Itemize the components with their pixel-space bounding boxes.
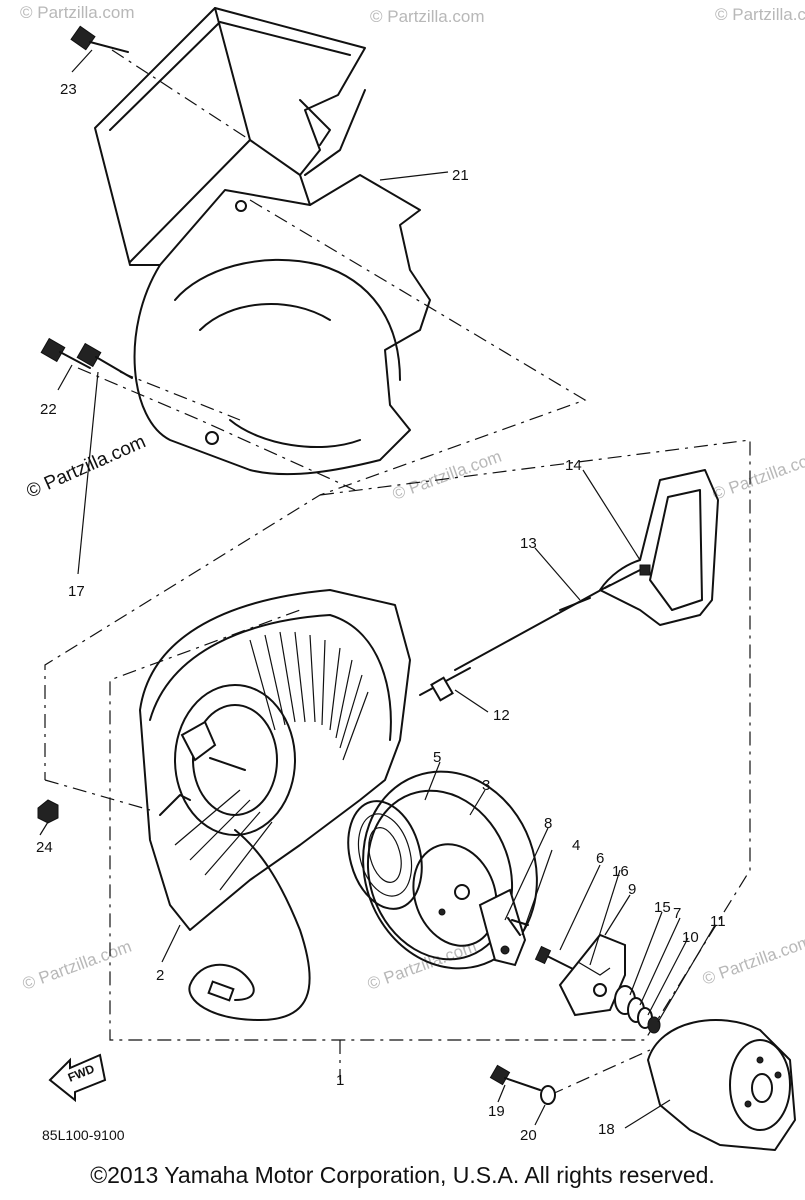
callout-13: 13 <box>520 535 537 552</box>
callout-23: 23 <box>60 81 77 98</box>
callout-8: 8 <box>544 815 552 832</box>
rope-guide-part-12 <box>419 667 471 702</box>
watermark-mid-right: © Partzilla.com <box>710 447 805 504</box>
callout-7: 7 <box>673 905 681 922</box>
spring-part-16 <box>577 961 611 976</box>
callout-18: 18 <box>598 1121 615 1138</box>
watermark-top-center: © Partzilla.com <box>370 7 485 26</box>
callout-1: 1 <box>336 1072 344 1089</box>
washer-part-20 <box>540 1085 556 1105</box>
callout-16: 16 <box>612 863 629 880</box>
callout-21: 21 <box>452 167 469 184</box>
callout-17: 17 <box>68 583 85 600</box>
nut-part-24 <box>37 799 59 824</box>
diagram-code: 85L100-9100 <box>42 1127 125 1143</box>
callout-labels: 23 21 22 17 14 13 12 24 5 3 8 4 6 16 9 1… <box>36 81 726 1144</box>
watermark-layer: © Partzilla.com © Partzilla.com © Partzi… <box>20 3 805 994</box>
callout-6: 6 <box>596 850 604 867</box>
callout-24: 24 <box>36 839 53 856</box>
watermark-top-left: © Partzilla.com <box>20 3 135 22</box>
bolt-part-22 <box>40 337 91 369</box>
copyright-notice: ©2013 Yamaha Motor Corporation, U.S.A. A… <box>90 1162 715 1188</box>
pawl-part-4 <box>478 888 527 967</box>
forward-arrow-icon: FWD <box>48 1053 107 1103</box>
watermark-bottom-right: © Partzilla.com <box>700 932 805 989</box>
callout-10: 10 <box>682 929 699 946</box>
starter-handle-part-14 <box>599 469 719 626</box>
callout-9: 9 <box>628 881 636 898</box>
leader-lines <box>39 49 716 1129</box>
watermark-bottom-left: © Partzilla.com <box>20 937 134 994</box>
callout-14: 14 <box>565 457 582 474</box>
fan-shroud-part-21 <box>94 7 431 476</box>
callout-5: 5 <box>433 749 441 766</box>
rope-part-13 <box>454 584 611 671</box>
callout-4: 4 <box>572 837 580 854</box>
callout-3: 3 <box>482 777 490 794</box>
starter-case-part-2 <box>139 589 411 1021</box>
callout-11: 11 <box>710 913 726 930</box>
bolt-part-17 <box>76 342 133 379</box>
bolt-part-19 <box>489 1064 541 1091</box>
callout-19: 19 <box>488 1103 505 1120</box>
watermark-top-right: © Partzilla.com <box>715 5 805 24</box>
callout-20: 20 <box>520 1127 537 1144</box>
bolt-part-23 <box>70 25 129 53</box>
nut-part-11 <box>647 1016 661 1034</box>
assembly-guide-lines <box>44 49 751 1096</box>
watermark-mid-center: © Partzilla.com <box>390 447 504 504</box>
starter-pulley-part-18 <box>647 1019 796 1151</box>
callout-15: 15 <box>654 899 671 916</box>
callout-2: 2 <box>156 967 164 984</box>
spring-part-5 <box>347 800 423 910</box>
callout-12: 12 <box>493 707 510 724</box>
callout-22: 22 <box>40 401 57 418</box>
